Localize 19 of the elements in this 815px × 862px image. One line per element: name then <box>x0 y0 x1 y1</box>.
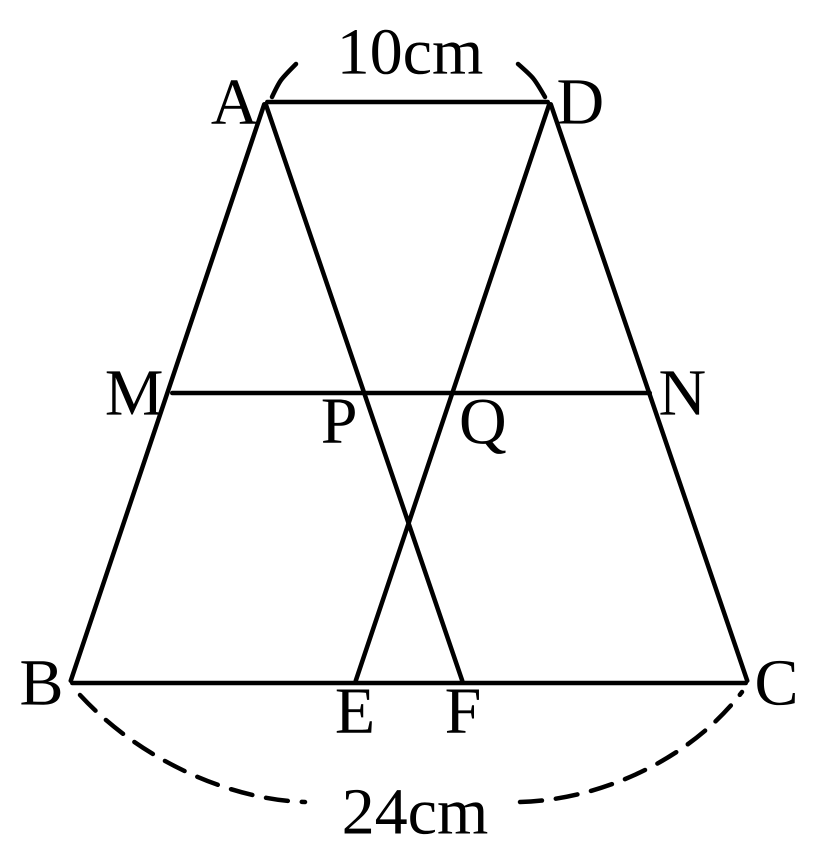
line-segment <box>265 100 550 104</box>
line-segment <box>548 102 750 683</box>
dimension-label: 10cm <box>342 30 482 74</box>
dimension-label: 24cm <box>344 790 488 834</box>
line-segment <box>170 390 652 396</box>
point-label: M <box>106 371 162 415</box>
line-segment <box>68 102 266 683</box>
point-label: N <box>660 371 705 415</box>
point-label: P <box>322 400 355 443</box>
line-segment <box>354 102 552 683</box>
point-label: B <box>21 661 60 705</box>
point-label: A <box>211 80 258 124</box>
point-label: D <box>558 80 602 124</box>
point-label: C <box>757 660 795 706</box>
point-label: F <box>446 690 479 733</box>
point-label: Q <box>462 400 506 454</box>
point-label: E <box>336 690 372 733</box>
line-segment <box>264 102 464 683</box>
line-segment <box>70 680 748 686</box>
